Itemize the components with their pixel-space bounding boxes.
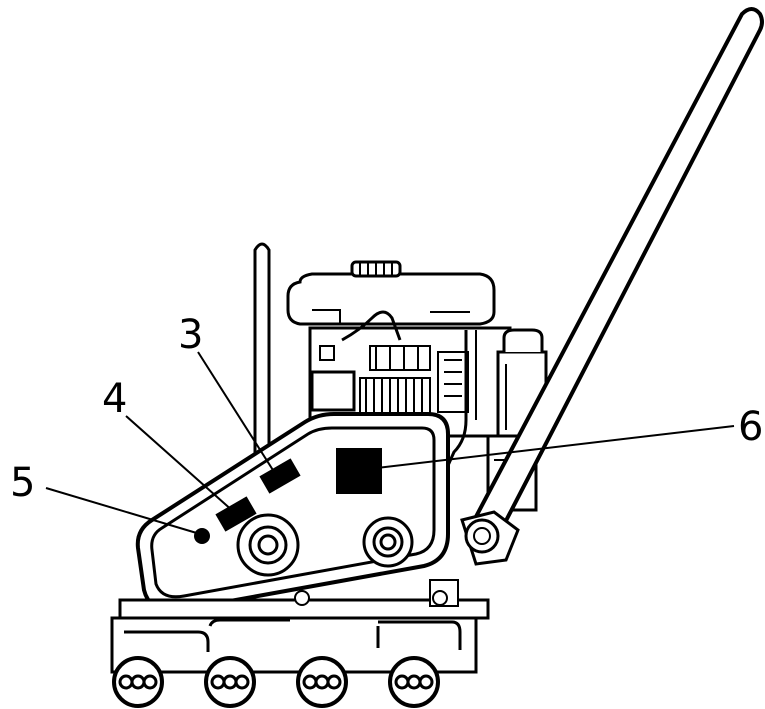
roller-wheel-2 (204, 656, 256, 708)
callout-4: 4 (102, 376, 127, 422)
belt-guard (135, 412, 450, 613)
operating-handle (460, 7, 764, 566)
decal-5 (194, 528, 210, 544)
base-frame (110, 579, 490, 708)
decal-3 (259, 458, 301, 494)
roller-wheel-3 (296, 656, 348, 708)
decal-4 (215, 496, 257, 532)
callout-5: 5 (10, 460, 35, 506)
fuel-tank (286, 260, 496, 326)
pulley-left (236, 513, 300, 577)
pulley-right (362, 516, 414, 568)
callout-3: 3 (178, 312, 203, 358)
roller-wheel-4 (388, 656, 440, 708)
leader-lines (45, 351, 735, 535)
roller-wheel-1 (112, 656, 164, 708)
callout-6: 6 (738, 404, 763, 450)
rear-handle-bar (253, 242, 271, 457)
decal-6 (336, 448, 382, 494)
